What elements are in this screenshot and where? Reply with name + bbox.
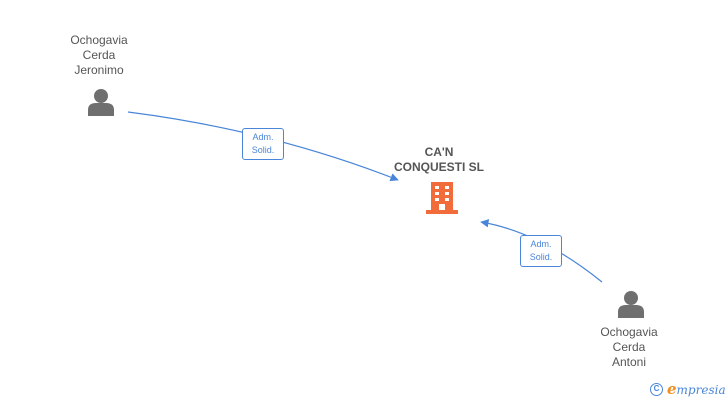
person-bottom-name[interactable]: Ochogavia Cerda Antoni (600, 325, 658, 369)
company-name[interactable]: CA'N CONQUESTI SL (393, 145, 484, 174)
brand-logo: empresia (667, 380, 726, 398)
edge-label-bottom[interactable]: Adm. Solid. (520, 235, 562, 267)
edge-label-top[interactable]: Adm. Solid. (242, 128, 284, 160)
company-building-icon[interactable] (426, 182, 458, 214)
empresia-watermark: C empresia (650, 380, 726, 398)
copyright-icon: C (650, 382, 663, 396)
person-top-icon[interactable] (88, 89, 114, 116)
person-bottom-icon[interactable] (618, 291, 644, 318)
person-top-name[interactable]: Ochogavia Cerda Jeronimo (70, 33, 128, 77)
